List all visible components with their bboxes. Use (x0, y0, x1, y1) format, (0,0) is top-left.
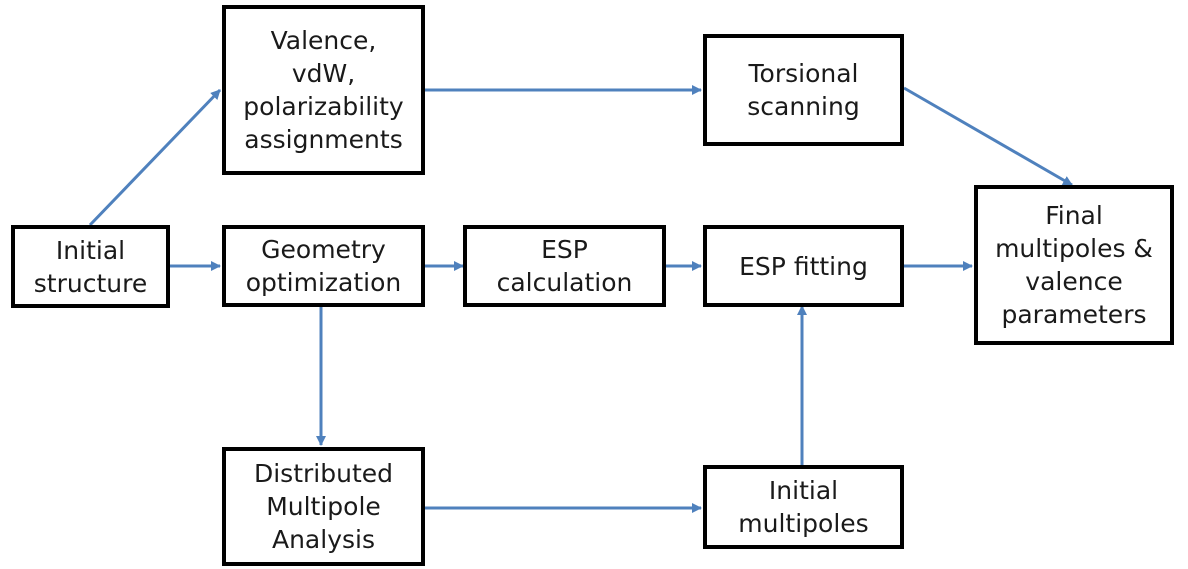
initial-structure-box: Initial structure (11, 225, 170, 308)
box-line: polarizability (243, 92, 404, 121)
box-line: Initial (768, 476, 839, 505)
initial-multipoles-box: Initial multipoles (703, 465, 904, 549)
box-line: valence (1025, 267, 1123, 296)
torsional-scanning-box: Torsional scanning (703, 34, 904, 146)
distributed-multipole-analysis-box: Distributed Multipole Analysis (222, 447, 425, 566)
box-line: multipoles & (995, 234, 1153, 263)
box-line: structure (33, 268, 148, 298)
box-line: Distributed (253, 459, 393, 488)
arrow-initial-to-assignments (88, 88, 222, 227)
box-line: calculation (496, 268, 633, 297)
box-line: Valence, (270, 26, 377, 55)
box-line: Analysis (271, 525, 375, 554)
box-line: ESP (541, 235, 588, 264)
box-line: Geometry (261, 235, 386, 264)
box-line: Final (1045, 201, 1103, 230)
esp-fitting-box: ESP fitting (703, 225, 904, 307)
assignments-box: Valence, vdW, polarizability assignments (222, 5, 425, 175)
geometry-optimization-box: Geometry optimization (222, 225, 425, 307)
box-line: ESP fitting (739, 251, 868, 281)
final-parameters-box: Final multipoles & valence parameters (974, 185, 1174, 345)
box-line: scanning (747, 92, 860, 121)
esp-calculation-box: ESP calculation (463, 225, 666, 307)
box-line: vdW, (291, 59, 356, 88)
box-line: parameters (1001, 300, 1147, 329)
box-line: Torsional (748, 59, 859, 88)
box-line: assignments (244, 125, 403, 154)
arrow-torsional-to-final (903, 86, 1073, 187)
box-line: Multipole (266, 492, 381, 521)
box-line: optimization (245, 268, 402, 297)
box-line: multipoles (738, 509, 869, 538)
box-line: Initial (55, 235, 126, 265)
